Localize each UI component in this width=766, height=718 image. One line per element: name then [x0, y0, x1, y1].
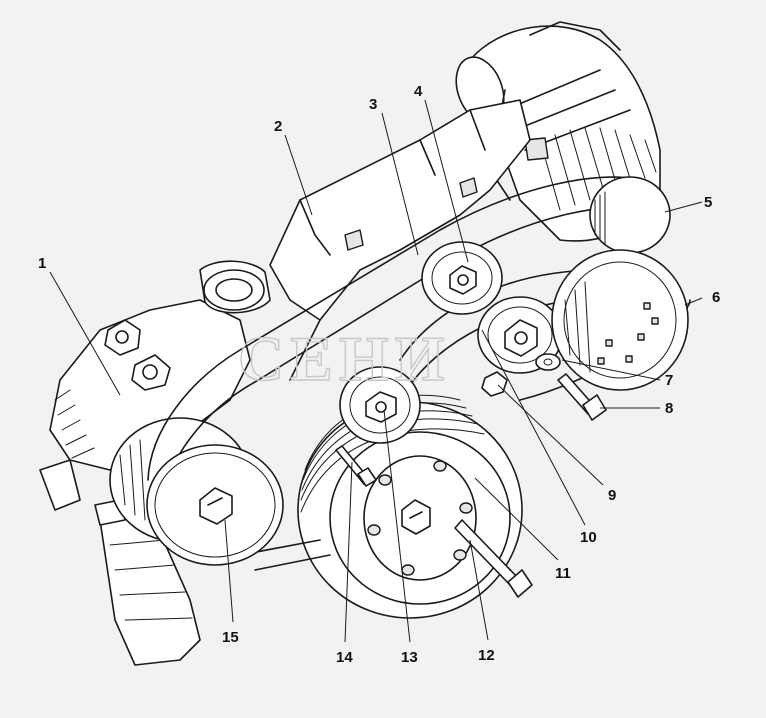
callout-12: 12 — [478, 647, 495, 664]
callout-10: 10 — [580, 529, 597, 546]
bolt-12 — [454, 519, 533, 598]
callout-labels: 1 2 3 4 5 6 7 8 9 10 11 12 13 14 15 — [38, 83, 720, 666]
callout-13: 13 — [401, 649, 418, 666]
callout-3: 3 — [369, 96, 377, 113]
svg-text:СЕНИ: СЕНИ — [238, 323, 450, 394]
callout-6: 6 — [712, 289, 720, 306]
callout-7: 7 — [665, 372, 673, 389]
watermark-logo: СЕНИ — [237, 322, 450, 394]
water-pump-housing — [39, 260, 271, 666]
callout-11: 11 — [555, 565, 571, 582]
pump-ribs — [54, 389, 95, 459]
crankshaft-pulley — [297, 394, 523, 619]
bolt-8 — [557, 373, 607, 421]
crankshaft-pulley-bolt-holes — [367, 460, 473, 576]
mounting-bracket — [269, 99, 531, 381]
washer-7 — [535, 353, 561, 371]
idler-pulley-upper — [421, 241, 503, 315]
tensioner-pulley — [477, 296, 563, 374]
callout-14: 14 — [336, 649, 353, 666]
pump-pulley — [146, 444, 284, 566]
callout-9: 9 — [608, 487, 616, 504]
callout-2: 2 — [274, 118, 282, 135]
alternator-pulley — [589, 176, 671, 254]
callout-15: 15 — [222, 629, 239, 646]
pin-14 — [335, 445, 377, 487]
idler-pulley-lower — [339, 366, 421, 444]
callout-1: 1 — [38, 255, 46, 272]
nut-9 — [481, 371, 508, 397]
callout-5: 5 — [704, 194, 712, 211]
callout-8: 8 — [665, 400, 673, 417]
callout-leaders — [49, 99, 703, 643]
compressor-pulley-holes — [597, 302, 659, 365]
compressor-pulley — [551, 249, 689, 391]
alternator-cooling-fins — [539, 127, 657, 211]
callout-4: 4 — [414, 83, 423, 100]
